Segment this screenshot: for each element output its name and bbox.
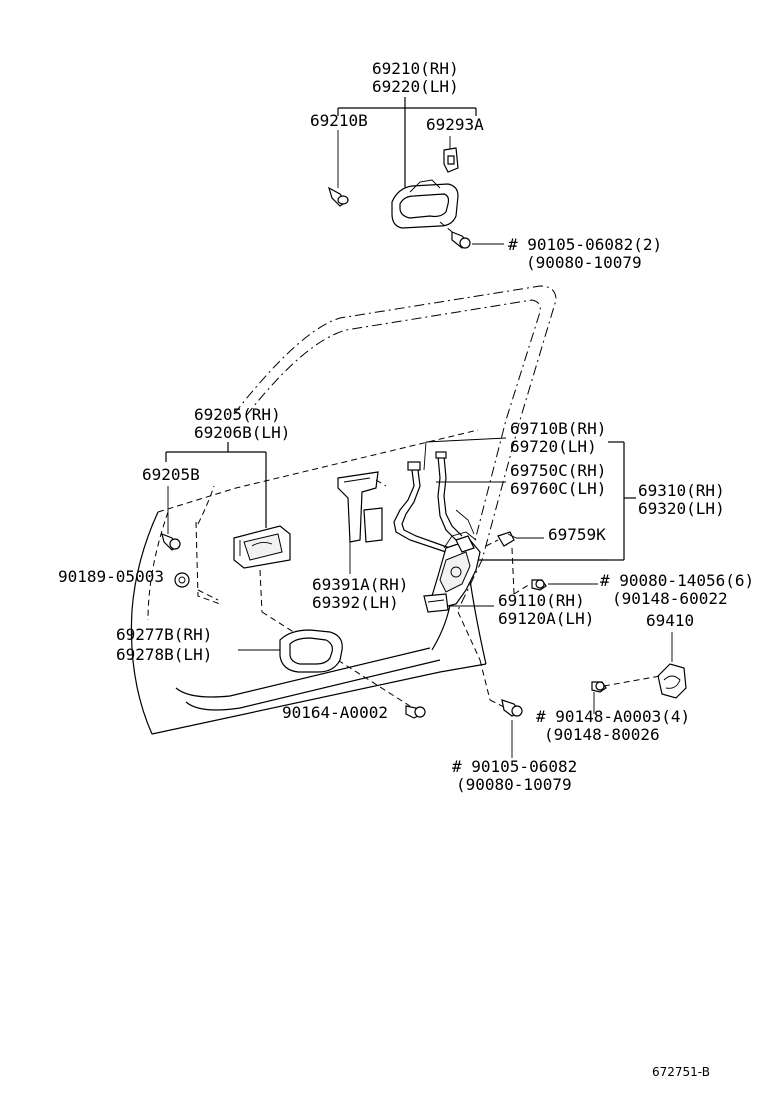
label-69210-rh: 69210(RH) bbox=[372, 59, 459, 78]
label-90105-06082-bottom: # 90105-06082 bbox=[452, 757, 577, 776]
label-90164-a0002: 90164-A0002 bbox=[282, 703, 388, 722]
label-69205b: 69205B bbox=[142, 465, 200, 484]
label-90080-10079-bottom: (90080-10079 bbox=[456, 775, 572, 794]
label-69320-lh: 69320(LH) bbox=[638, 499, 725, 518]
bolt-90080-14056 bbox=[531, 579, 547, 591]
door-lock-69110 bbox=[423, 593, 449, 613]
label-69710b-rh: 69710B(RH) bbox=[510, 419, 606, 438]
cable-group: 69710B(RH) 69720(LH) 69750C(RH) 69760C(L… bbox=[393, 419, 606, 557]
striker-group: 69410 # 90148-A0003(4) (90148-80026 bbox=[536, 611, 694, 744]
label-69210b: 69210B bbox=[310, 111, 368, 130]
label-69293a: 69293A bbox=[426, 115, 484, 134]
label-69759k: 69759K bbox=[548, 525, 606, 544]
outside-handle-69210 bbox=[391, 179, 459, 229]
door-outline bbox=[130, 285, 557, 735]
label-69750c-rh: 69750C(RH) bbox=[510, 461, 606, 480]
cable-69750c bbox=[435, 451, 475, 541]
inside-handle-69205 bbox=[233, 525, 291, 569]
label-69760c-lh: 69760C(LH) bbox=[510, 479, 606, 498]
shield-69391a bbox=[337, 471, 387, 543]
label-90105-06082-2: # 90105-06082(2) bbox=[508, 235, 662, 254]
label-69720-lh: 69720(LH) bbox=[510, 437, 597, 456]
label-69410: 69410 bbox=[646, 611, 694, 630]
door-lock-69310 bbox=[431, 531, 481, 609]
label-90080-14056-6: # 90080-14056(6) bbox=[600, 571, 754, 590]
cap-90189 bbox=[174, 572, 190, 588]
screw-90148-a0003 bbox=[591, 681, 607, 693]
bolt-90105-top bbox=[451, 231, 471, 249]
label-69110-rh: 69110(RH) bbox=[498, 591, 585, 610]
bezel-69277b bbox=[279, 629, 343, 673]
label-90148-80026: (90148-80026 bbox=[544, 725, 660, 744]
label-69220-lh: 69220(LH) bbox=[372, 77, 459, 96]
outside-handle-group: 69210(RH) 69220(LH) 69210B 69293A bbox=[310, 59, 662, 272]
inner-shield-group: 69391A(RH) 69392(LH) bbox=[312, 471, 408, 612]
door-lock-group: 69310(RH) 69320(LH) 69759K # 90080-14056… bbox=[423, 441, 754, 794]
cable-69710b bbox=[393, 461, 463, 557]
label-69392-lh: 69392(LH) bbox=[312, 593, 399, 612]
label-90148-a0003-4: # 90148-A0003(4) bbox=[536, 707, 690, 726]
clip-69293a bbox=[443, 147, 459, 173]
inside-handle-group: 69205(RH) 69206B(LH) 69205B 90189-05003 bbox=[58, 405, 426, 722]
screw-69205b bbox=[161, 533, 181, 551]
bolt-90164 bbox=[405, 705, 426, 719]
label-69391a-rh: 69391A(RH) bbox=[312, 575, 408, 594]
label-90189-05003: 90189-05003 bbox=[58, 567, 164, 586]
label-69120a-lh: 69120A(LH) bbox=[498, 609, 594, 628]
clip-69759k bbox=[497, 531, 517, 547]
reference-number: 672751-B bbox=[652, 1065, 710, 1079]
striker-69410 bbox=[657, 663, 687, 699]
screw-69210b bbox=[328, 186, 349, 207]
label-90080-10079-top: (90080-10079 bbox=[526, 253, 642, 272]
label-69278b-lh: 69278B(LH) bbox=[116, 645, 212, 664]
label-69277b-rh: 69277B(RH) bbox=[116, 625, 212, 644]
label-69205-rh: 69205(RH) bbox=[194, 405, 281, 424]
label-69310-rh: 69310(RH) bbox=[638, 481, 725, 500]
label-90148-60022: (90148-60022 bbox=[612, 589, 728, 608]
bolt-90105-bottom bbox=[501, 699, 523, 717]
label-69206b-lh: 69206B(LH) bbox=[194, 423, 290, 442]
